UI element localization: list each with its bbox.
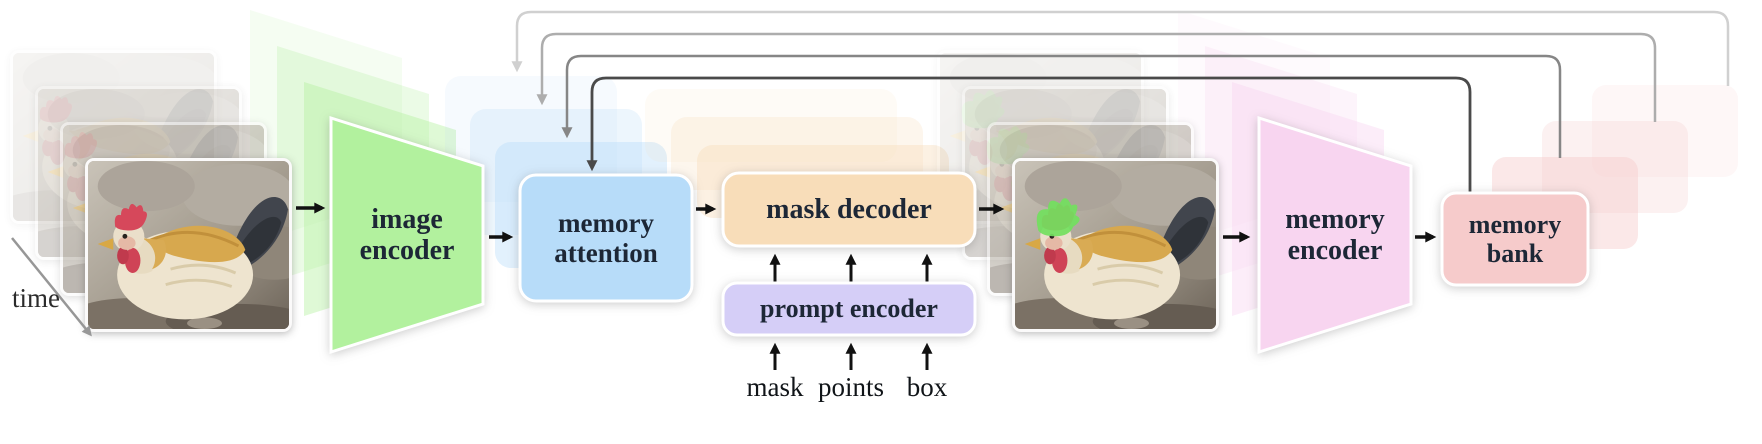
memory-feedback-line-2 — [561, 54, 1562, 158]
memory-bank-echo-2 — [1542, 121, 1688, 213]
memory-feedback-line-4 — [511, 10, 1730, 86]
memory-bank-label: memory bank — [1468, 209, 1562, 268]
mask-decoder-echo-3 — [645, 89, 897, 162]
memory-bank-echo-3 — [1592, 85, 1738, 177]
memory-bank-shape — [1440, 191, 1590, 287]
image-encoder-shape — [329, 115, 485, 355]
memory-attention-echo-3 — [445, 76, 617, 202]
memory-encoder-label: memory encoder — [1285, 203, 1385, 266]
mask-decoder-label: mask decoder — [766, 193, 932, 225]
mask-decoder-shape — [721, 171, 977, 248]
prompt-encoder-shape — [721, 281, 977, 337]
prompt-input-points-label: points — [817, 372, 884, 402]
memory-attention-shape — [518, 173, 694, 303]
image-encoder-label: image encoder — [359, 203, 455, 266]
memory-feedback-line-1 — [586, 76, 1472, 196]
memory-feedback-line-3 — [536, 32, 1657, 122]
output-frame-current — [1012, 158, 1219, 332]
time-axis-arrow — [11, 237, 92, 337]
input-frame-current — [85, 158, 292, 332]
memory-attention-label: memory attention — [554, 207, 658, 268]
time-axis-label: time — [12, 283, 60, 313]
prompt-encoder-label: prompt encoder — [760, 294, 938, 324]
memory-encoder-shape — [1257, 115, 1413, 355]
prompt-input-box-label: box — [906, 372, 948, 402]
prompt-input-mask-label: mask — [746, 372, 804, 402]
